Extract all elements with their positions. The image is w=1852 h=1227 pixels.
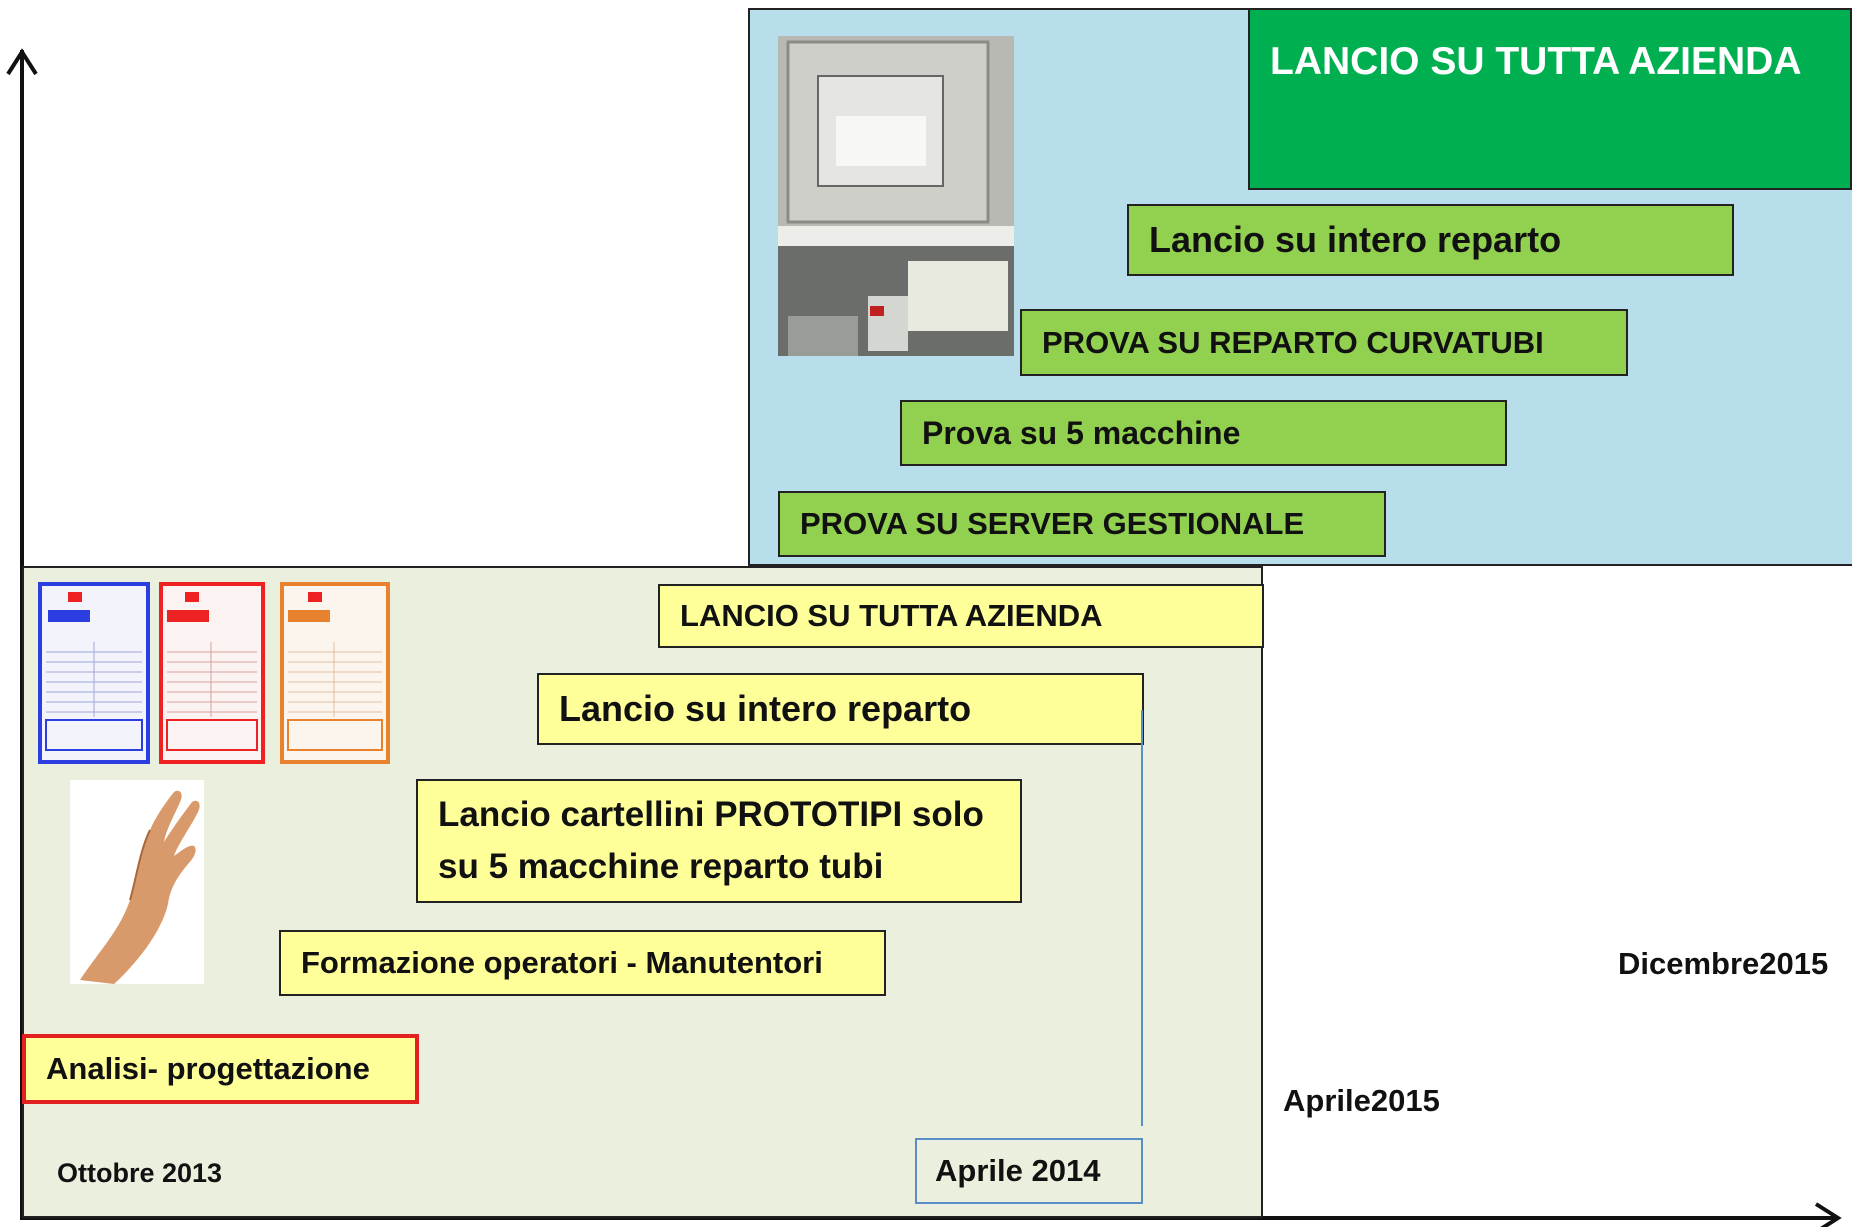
maintenance-card-orange — [280, 582, 390, 764]
date-phase2-start: Aprile2015 — [1283, 1083, 1440, 1118]
phase2-step-server-test: PROVA SU SERVER GESTIONALE — [778, 491, 1386, 557]
phase1-step-training: Formazione operatori - Manutentori — [279, 930, 886, 996]
phase2-step-label: LANCIO SU TUTTA AZIENDA — [1270, 40, 1802, 83]
phase1-step-department-launch: Lancio su intero reparto — [537, 673, 1144, 745]
phase2-step-label: PROVA SU SERVER GESTIONALE — [800, 506, 1305, 541]
operator-card-blue — [38, 582, 150, 764]
monitor-photo — [778, 36, 1014, 356]
phase1-step-prototype-cards: Lancio cartellini PROTOTIPI solo su 5 ma… — [416, 779, 1022, 903]
phase1-step-company-launch: LANCIO SU TUTTA AZIENDA — [658, 584, 1264, 648]
date-mid-box: Aprile 2014 — [915, 1138, 1143, 1204]
phase1-step-label: Formazione operatori - Manutentori — [301, 945, 823, 980]
safety-card-red — [159, 582, 265, 764]
date-mid: Aprile 2014 — [935, 1153, 1101, 1188]
date-start: Ottobre 2013 — [57, 1158, 223, 1188]
phase1-step-label: Analisi- progettazione — [46, 1051, 370, 1086]
hand-photo — [70, 780, 204, 984]
phase2-step-department-launch: Lancio su intero reparto — [1127, 204, 1734, 276]
phase1-step-label-line2: su 5 macchine reparto tubi — [438, 847, 884, 886]
milestone-line — [1141, 710, 1143, 1126]
phase2-step-label: Lancio su intero reparto — [1149, 219, 1562, 260]
phase2-step-label: PROVA SU REPARTO CURVATUBI — [1042, 324, 1544, 360]
phase2-step-label: Prova su 5 macchine — [922, 414, 1241, 451]
phase1-step-analysis: Analisi- progettazione — [22, 1034, 419, 1104]
phase2-step-company-launch: LANCIO SU TUTTA AZIENDA — [1248, 8, 1852, 190]
phase2-step-curvatubi-test: PROVA SU REPARTO CURVATUBI — [1020, 309, 1628, 376]
phase1-step-label: Lancio su intero reparto — [559, 688, 972, 729]
phase1-step-label: LANCIO SU TUTTA AZIENDA — [680, 598, 1103, 633]
date-end: Dicembre2015 — [1618, 946, 1829, 981]
phase1-step-label: Lancio cartellini PROTOTIPI solo — [438, 795, 984, 834]
phase2-step-five-machines-test: Prova su 5 macchine — [900, 400, 1507, 466]
